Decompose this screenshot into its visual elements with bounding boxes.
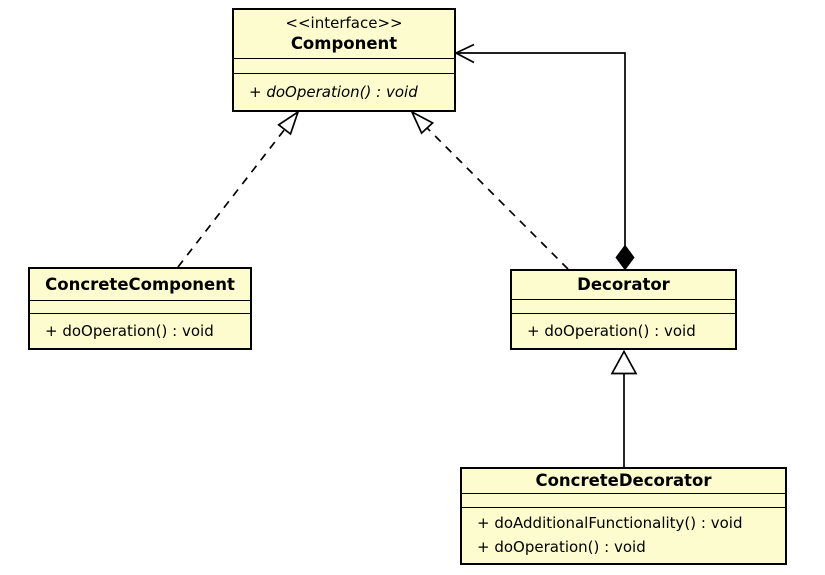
class-attributes-compartment [234,58,454,73]
class-stereotype: <<interface>> [285,13,403,32]
operation: + doOperation() : void [527,322,696,340]
edge-realization-decorator-to-component [410,110,569,270]
class-title-compartment: ConcreteComponent [30,269,250,300]
class-name: Decorator [577,275,670,295]
class-box-concretecomponent: ConcreteComponent + doOperation() : void [28,267,252,350]
class-operations-compartment: + doOperation() : void [234,73,454,110]
class-name: Component [290,34,398,54]
class-attributes-compartment [30,300,250,313]
operation: + doAdditionalFunctionality() : void [477,513,743,532]
hollow-triangle-arrowhead-icon [277,109,300,136]
composition-line [456,52,626,246]
edge-realization-concretecomponent-to-component [177,109,300,268]
class-attributes-compartment [512,299,735,313]
realization-dashed-line [426,127,569,270]
hollow-triangle-arrowhead-icon [410,110,435,135]
class-box-decorator: Decorator + doOperation() : void [510,269,737,350]
class-operations-compartment: + doOperation() : void [30,313,250,348]
realization-dashed-line [177,128,286,268]
hollow-triangle-arrowhead-icon [610,349,638,375]
class-operations-compartment: + doAdditionalFunctionality() : void + d… [462,507,785,563]
class-box-concretedecorator: ConcreteDecorator + doAdditionalFunction… [460,467,787,565]
class-name: ConcreteComponent [45,274,235,294]
class-name: ConcreteDecorator [535,471,712,491]
class-title-compartment: ConcreteDecorator [462,469,785,493]
class-title-compartment: <<interface>> Component [234,10,454,58]
class-box-component: <<interface>> Component + doOperation() … [232,8,456,112]
operation: + doOperation() : void [45,322,214,340]
class-operations-compartment: + doOperation() : void [512,313,735,348]
class-attributes-compartment [462,493,785,507]
edge-composition-decorator-to-component [454,43,635,271]
operation: + doOperation() : void [477,537,646,556]
class-title-compartment: Decorator [512,271,735,299]
operation: + doOperation() : void [249,83,418,101]
edge-generalization-concretedecorator-to-decorator [610,349,638,467]
filled-diamond-icon [615,244,635,271]
open-arrowhead-icon [454,43,475,64]
